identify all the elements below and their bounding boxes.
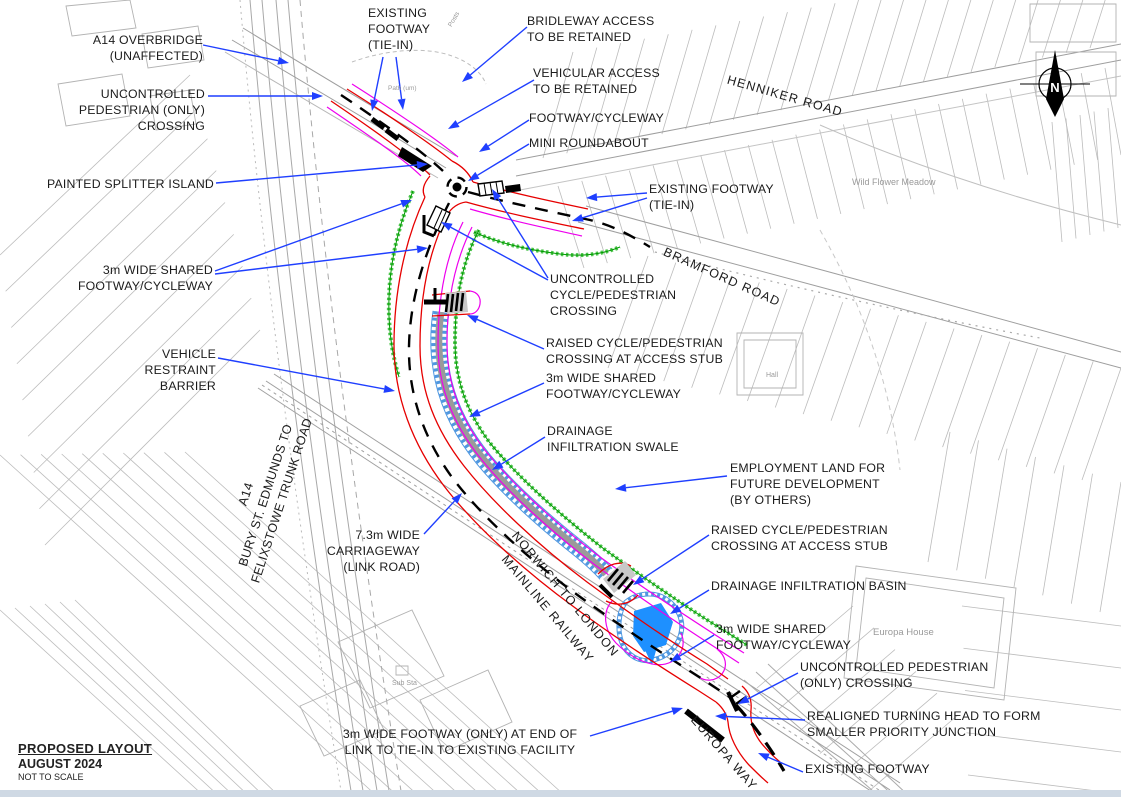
drainage-swale xyxy=(430,310,613,580)
callout-shared-footway-mid: 3m WIDE SHARED FOOTWAY/CYCLEWAY xyxy=(546,371,682,401)
callout-raised-crossing-north: RAISED CYCLE/PEDESTRIAN CROSSING AT ACCE… xyxy=(546,336,724,366)
map-text-europa-house: Europa House xyxy=(873,627,934,638)
drawing-date: AUGUST 2024 xyxy=(18,757,103,771)
map-text-sub-sta: Sub Sta xyxy=(392,680,417,687)
window-edge-strip xyxy=(0,790,1121,797)
callout-shared-footway-west: 3m WIDE SHARED FOOTWAY/CYCLEWAY xyxy=(77,263,213,293)
callout-mini-roundabout: MINI ROUNDABOUT xyxy=(529,136,649,150)
callout-existing-footway-tiein-top: EXISTING FOOTWAY (TIE-IN) xyxy=(368,6,431,52)
title-block: PROPOSED LAYOUT AUGUST 2024 NOT TO SCALE xyxy=(18,741,152,782)
turning-head-mark xyxy=(684,708,725,743)
splitter-island xyxy=(398,147,432,172)
callout-vehicle-restraint-barrier: VEHICLE RESTRAINT BARRIER xyxy=(144,347,216,393)
map-text-hall: Hall xyxy=(766,372,779,379)
callout-employment-land: EMPLOYMENT LAND FOR FUTURE DEVELOPMENT (… xyxy=(730,461,886,507)
callout-existing-footway-tiein-east: EXISTING FOOTWAY (TIE-IN) xyxy=(649,182,774,212)
callout-carriageway: 7.3m WIDE CARRIAGEWAY (LINK ROAD) xyxy=(326,528,420,574)
callout-existing-footway-south: EXISTING FOOTWAY xyxy=(805,762,930,776)
callout-raised-crossing-south: RAISED CYCLE/PEDESTRIAN CROSSING AT ACCE… xyxy=(711,523,889,553)
callout-uncontrolled-cycle-pedestrian-crossing: UNCONTROLLED CYCLE/PEDESTRIAN CROSSING xyxy=(550,272,677,318)
mini-roundabout-symbol xyxy=(452,182,462,192)
callout-a14-overbridge: A14 OVERBRIDGE (UNAFFECTED) xyxy=(92,33,203,63)
leader-arrows xyxy=(202,26,806,773)
existing-buildings xyxy=(57,0,1117,757)
callout-uncontrolled-pedestrian-crossing-south: UNCONTROLLED PEDESTRIAN (ONLY) CROSSING xyxy=(800,660,989,690)
callout-uncontrolled-pedestrian-crossing-north: UNCONTROLLED PEDESTRIAN (ONLY) CROSSING xyxy=(78,87,205,133)
callout-footway-cycleway: FOOTWAY/CYCLEWAY xyxy=(529,111,665,125)
map-text-wild-flower-meadow: Wild Flower Meadow xyxy=(852,177,936,187)
north-letter: N xyxy=(1050,80,1059,95)
callout-footway-only-tiein: 3m WIDE FOOTWAY (ONLY) AT END OF LINK TO… xyxy=(342,727,578,757)
callout-realigned-turning-head: REALIGNED TURNING HEAD TO FORM SMALLER P… xyxy=(807,709,1041,739)
drawing-title: PROPOSED LAYOUT xyxy=(18,741,153,756)
callout-vehicular-access: VEHICULAR ACCESS TO BE RETAINED xyxy=(533,66,660,96)
callout-drainage-infiltration-basin: DRAINAGE INFILTRATION BASIN xyxy=(711,579,907,593)
callout-painted-splitter-island: PAINTED SPLITTER ISLAND xyxy=(47,177,214,191)
existing-roads xyxy=(224,0,1121,797)
callout-drainage-infiltration-swale: DRAINAGE INFILTRATION SWALE xyxy=(547,424,679,454)
callout-shared-footway-south: 3m WIDE SHARED FOOTWAY/CYCLEWAY xyxy=(716,622,852,652)
drawing-scale-note: NOT TO SCALE xyxy=(18,772,84,782)
map-text-path-um: Path (um) xyxy=(388,85,417,92)
callout-bridleway-access: BRIDLEWAY ACCESS TO BE RETAINED xyxy=(527,14,655,44)
north-arrow-icon: N xyxy=(1020,50,1090,117)
